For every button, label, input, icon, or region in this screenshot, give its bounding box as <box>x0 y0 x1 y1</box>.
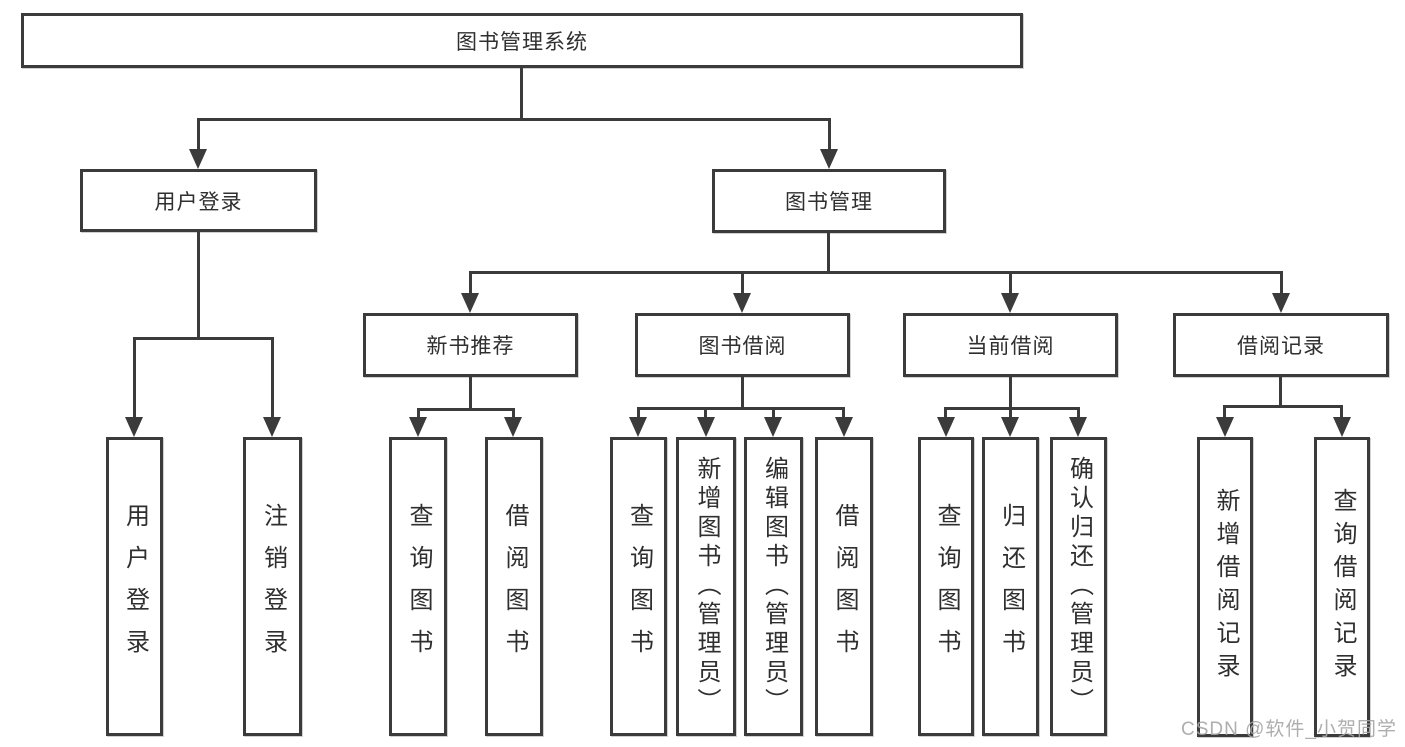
connector-stem <box>197 232 200 337</box>
connector-rail <box>417 408 515 411</box>
connector-stem <box>827 233 830 271</box>
connector-stub <box>133 337 136 417</box>
connector-stub <box>1009 271 1012 293</box>
connector-stub <box>417 408 420 417</box>
arrowhead-down-icon <box>1069 417 1087 437</box>
connector-stub <box>842 407 845 417</box>
node-current-borrow: 当前借阅 <box>903 313 1118 377</box>
connector-stub <box>704 407 707 417</box>
node-borrow-records: 借阅记录 <box>1173 313 1389 377</box>
leaf-query-borrow-record: 查询借阅记录 <box>1314 437 1370 737</box>
arrowhead-down-icon <box>733 293 751 313</box>
connector-stub <box>637 407 640 417</box>
arrowhead-down-icon <box>629 417 647 437</box>
leaf-confirm-return-admin: 确认归还（管理员） <box>1050 437 1107 736</box>
arrowhead-down-icon <box>189 149 207 169</box>
arrowhead-down-icon <box>1272 293 1290 313</box>
leaf-add-borrow-record: 新增借阅记录 <box>1197 437 1253 737</box>
leaf-return-book: 归还图书 <box>982 437 1039 736</box>
leaf-user-login: 用户登录 <box>106 437 163 736</box>
connector-stub <box>469 271 472 293</box>
node-new-book-recommend: 新书推荐 <box>363 313 578 377</box>
leaf-borrow-books: 借阅图书 <box>815 437 873 736</box>
connector-root-stem <box>520 68 523 118</box>
connector-stem <box>469 376 472 408</box>
node-book-borrow: 图书借阅 <box>635 313 850 377</box>
connector-stub <box>1077 407 1080 417</box>
leaf-logout: 注销登录 <box>243 437 302 736</box>
leaf-borrow-books-recommend: 借阅图书 <box>485 437 543 736</box>
connector-stub <box>197 118 200 149</box>
leaf-edit-book-admin: 编辑图书（管理员） <box>744 437 803 736</box>
arrowhead-down-icon <box>835 417 853 437</box>
node-library-system: 图书管理系统 <box>21 13 1023 68</box>
arrowhead-down-icon <box>697 417 715 437</box>
connector-stem <box>1279 377 1282 405</box>
connector-stub <box>944 407 947 417</box>
arrowhead-down-icon <box>1001 293 1019 313</box>
arrowhead-down-icon <box>1216 417 1234 437</box>
connector-stub <box>772 407 775 417</box>
connector-level3-rail <box>469 271 1283 274</box>
connector-stub <box>828 118 831 149</box>
node-book-management: 图书管理 <box>712 169 946 233</box>
connector-rail <box>1223 405 1343 408</box>
arrowhead-down-icon <box>263 417 281 437</box>
connector-rail <box>637 407 845 410</box>
arrowhead-down-icon <box>1001 417 1019 437</box>
arrowhead-down-icon <box>1333 417 1351 437</box>
arrowhead-down-icon <box>764 417 782 437</box>
csdn-watermark: CSDN @软件_小贺同学 <box>1181 719 1397 740</box>
connector-stub <box>1280 271 1283 293</box>
connector-stub <box>1009 407 1012 417</box>
connector-rail <box>944 407 1080 410</box>
connector-stem <box>1009 376 1012 407</box>
connector-stub <box>741 271 744 293</box>
arrowhead-down-icon <box>461 293 479 313</box>
arrowhead-down-icon <box>820 149 838 169</box>
leaf-query-books-borrow: 查询图书 <box>610 437 667 736</box>
arrowhead-down-icon <box>125 417 143 437</box>
connector-stub <box>512 408 515 417</box>
leaf-add-book-admin: 新增图书（管理员） <box>676 437 736 736</box>
node-user-login: 用户登录 <box>80 169 317 232</box>
connector-stub <box>1340 405 1343 417</box>
connector-level2-rail <box>197 118 831 121</box>
connector-stem <box>741 377 744 407</box>
arrowhead-down-icon <box>937 417 955 437</box>
arrowhead-down-icon <box>504 417 522 437</box>
connector-rail <box>133 337 274 340</box>
connector-stub <box>1223 405 1226 417</box>
leaf-query-books-recommend: 查询图书 <box>389 437 447 736</box>
arrowhead-down-icon <box>409 417 427 437</box>
leaf-query-books-current: 查询图书 <box>918 437 974 736</box>
connector-stub <box>271 337 274 417</box>
